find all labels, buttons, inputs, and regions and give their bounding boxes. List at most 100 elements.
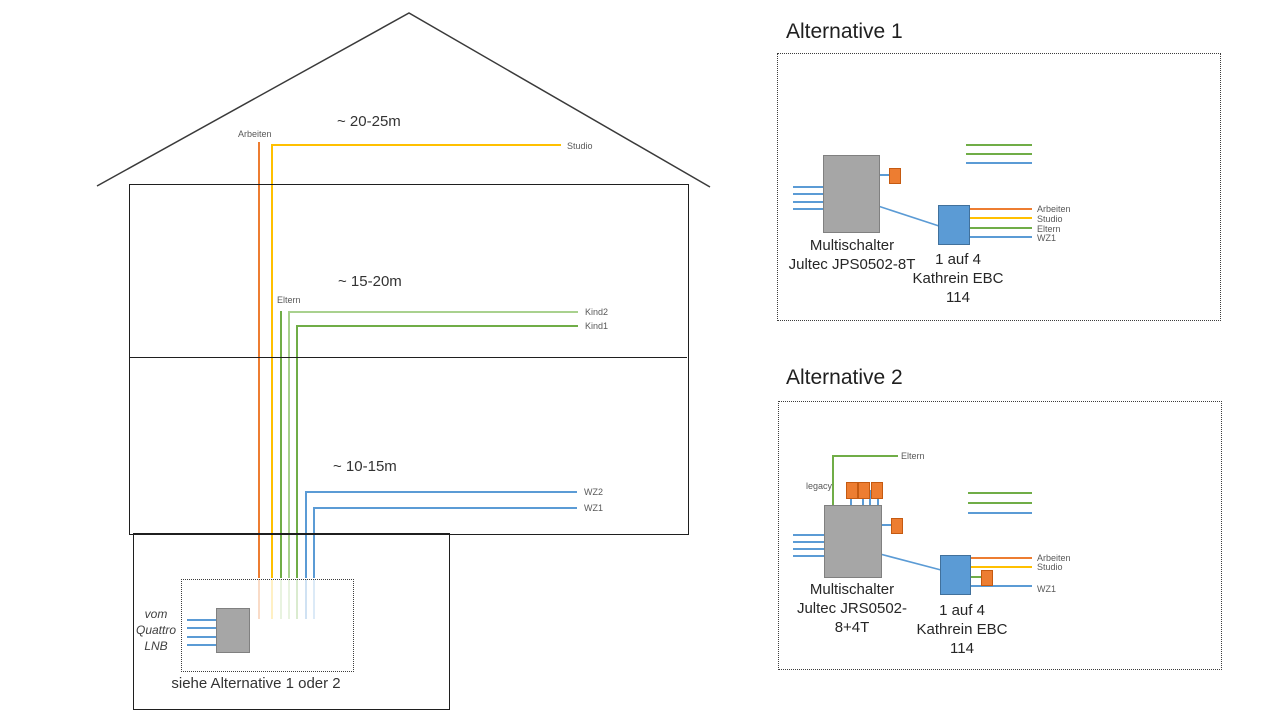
lnb-label-line3: LNB (144, 639, 168, 653)
alt2-label-eltern: Eltern (901, 451, 925, 461)
alt2-output-terminated-line (969, 576, 981, 578)
alt2-label-studio: Studio (1037, 562, 1063, 572)
basement-detail-dotted-box (181, 579, 354, 672)
alt1-spare-line-green-2 (966, 153, 1032, 155)
alt1-label-eltern: Eltern (1037, 224, 1061, 234)
alt2-legacy-connector-3 (871, 482, 883, 499)
alt1-multiswitch-label: Multischalter Jultec JPS0502-8T (772, 236, 932, 274)
alt2-output-studio-line (969, 566, 1032, 568)
label-wz2-house: WZ2 (584, 487, 603, 497)
cable-kind2-horizontal (288, 311, 578, 313)
cable-wz1-vertical (313, 508, 315, 578)
alt1-splitter-box (938, 205, 970, 245)
label-studio-house: Studio (567, 141, 593, 151)
alt1-terminator-link-line (878, 174, 889, 176)
lower-length-label: ~ 10-15m (333, 458, 397, 475)
alt2-multiswitch-box (824, 505, 882, 578)
alt2-splitter-label: 1 auf 4 Kathrein EBC 114 (892, 601, 1032, 658)
alt2-label-legacy: legacy (806, 481, 833, 491)
middle-length-label: ~ 15-20m (338, 273, 402, 290)
alt2-splitter-box (940, 555, 971, 595)
lnb-feed-line-3 (187, 636, 216, 638)
lnb-feed-line-1 (187, 619, 216, 621)
cable-eltern-tail (280, 579, 282, 619)
basement-multiswitch-box (216, 608, 250, 653)
alt1-spare-line-green-1 (966, 144, 1032, 146)
cable-fade-overlay (254, 579, 320, 619)
alt1-label-wz1: WZ1 (1037, 233, 1056, 243)
cable-kind1-horizontal (296, 325, 578, 327)
cable-wz1-tail (313, 579, 315, 619)
lnb-feed-line-2 (187, 627, 216, 629)
attic-length-label: ~ 20-25m (337, 113, 401, 130)
lnb-feed-line-4 (187, 644, 216, 646)
cable-kind1-tail (296, 579, 298, 619)
alt2-spare-line-blue (968, 512, 1032, 514)
label-wz1-house: WZ1 (584, 503, 603, 513)
cable-wz1-horizontal (313, 507, 577, 509)
alt2-multiswitch-label: Multischalter Jultec JRS0502- 8+4T (772, 580, 932, 637)
alt2-input-line-1 (793, 534, 824, 536)
alt2-feed-diagonal-line (879, 553, 942, 571)
alt1-output-arbeiten-line (968, 208, 1032, 210)
alt2-legacy-connector-1 (846, 482, 858, 499)
alt1-multiswitch-box (823, 155, 880, 233)
basement-caption: siehe Alternative 1 oder 2 (171, 675, 341, 692)
roof-outline (96, 12, 711, 188)
alt2-dotted-box (778, 401, 1222, 670)
alt2-output-terminator-connector (981, 570, 993, 586)
cable-kind2-tail (288, 579, 290, 619)
label-arbeiten-house: Arbeiten (238, 129, 272, 139)
alt2-title: Alternative 2 (786, 366, 903, 389)
alt2-splitter-label-line2: Kathrein EBC (916, 621, 1008, 638)
label-kind2-house: Kind2 (585, 307, 609, 317)
alt1-input-line-2 (793, 193, 823, 195)
lnb-label-line1: vom (144, 607, 168, 621)
cable-studio-vertical (271, 145, 273, 578)
alt2-legacy-stub-3 (869, 490, 871, 506)
alt1-input-line-1 (793, 186, 823, 188)
alt2-eltern-branch-vertical (832, 455, 834, 505)
alt2-output-arbeiten-line (969, 557, 1032, 559)
alt1-multiswitch-label-line1: Multischalter (809, 237, 895, 254)
lnb-source-label: vom Quattro LNB (128, 606, 184, 654)
alt2-label-arbeiten: Arbeiten (1037, 553, 1071, 563)
alt1-dotted-box (777, 53, 1221, 321)
alt2-legacy-stub-1 (850, 497, 852, 506)
cable-wz2-tail (305, 579, 307, 619)
lnb-label-line2: Quattro (135, 623, 177, 637)
alt2-splitter-label-line3: 114 (950, 640, 974, 657)
alt1-splitter-label-line3: 114 (946, 289, 970, 306)
label-kind1-house: Kind1 (585, 321, 609, 331)
alt2-multiswitch-label-line1: Multischalter (809, 581, 895, 598)
alt2-eltern-branch-horizontal (832, 455, 898, 457)
house-main-outline (129, 184, 689, 535)
alt2-legacy-stub-4 (877, 497, 879, 506)
alt1-input-line-4 (793, 208, 823, 210)
alt2-multiswitch-label-line2: Jultec JRS0502- (796, 600, 908, 617)
alt2-terminator-link-line (880, 524, 891, 526)
house-basement-outline (133, 533, 450, 710)
cable-arbeiten-tail (258, 579, 260, 619)
alt1-output-studio-line (968, 217, 1032, 219)
cable-kind1-vertical (296, 326, 298, 578)
alt1-label-studio: Studio (1037, 214, 1063, 224)
alt1-spare-line-blue (966, 162, 1032, 164)
cable-arbeiten-vertical (258, 142, 260, 578)
alt1-label-arbeiten: Arbeiten (1037, 204, 1071, 214)
alt1-multiswitch-label-line2: Jultec JPS0502-8T (788, 256, 916, 273)
alt2-label-wz1: WZ1 (1037, 584, 1056, 594)
label-eltern-house: Eltern (277, 295, 301, 305)
alt2-output-wz1-line (969, 585, 1032, 587)
alt2-splitter-label-line1: 1 auf 4 (939, 602, 985, 619)
alt1-splitter-label-line2: Kathrein EBC (912, 270, 1004, 287)
alt2-spare-line-green-1 (968, 492, 1032, 494)
cable-eltern-vertical (280, 311, 282, 578)
cable-kind2-vertical (288, 312, 290, 578)
cable-wz2-horizontal (305, 491, 577, 493)
alt2-spare-line-green-2 (968, 502, 1032, 504)
alt2-terminator-connector (891, 518, 903, 534)
alt2-input-line-4 (793, 555, 824, 557)
alt2-input-line-2 (793, 541, 824, 543)
